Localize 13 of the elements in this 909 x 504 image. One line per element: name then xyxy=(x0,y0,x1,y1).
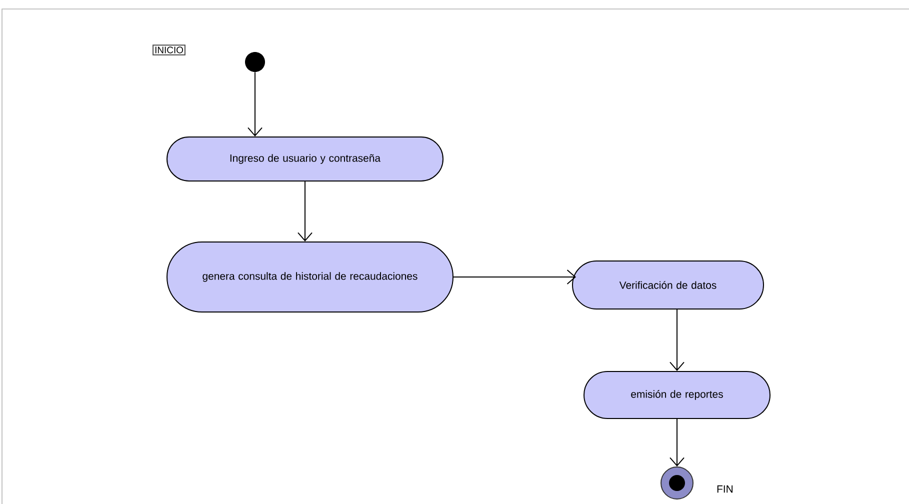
arrow xyxy=(453,269,576,284)
arrow xyxy=(298,180,312,242)
activity-box: genera consulta de historial de recaudaciones xyxy=(166,241,454,312)
label-box: INICIO xyxy=(152,44,186,56)
arrow xyxy=(248,72,262,136)
arrow xyxy=(670,308,684,371)
activity-box: Verificación de datos xyxy=(572,260,764,310)
activity-box: Ingreso de usuario y contraseña xyxy=(166,136,444,182)
start-state xyxy=(245,52,265,72)
state-label: FIN xyxy=(717,485,733,493)
activity-box: emisión de reportes xyxy=(584,370,771,419)
end-state xyxy=(660,466,694,500)
arrow xyxy=(670,418,684,466)
